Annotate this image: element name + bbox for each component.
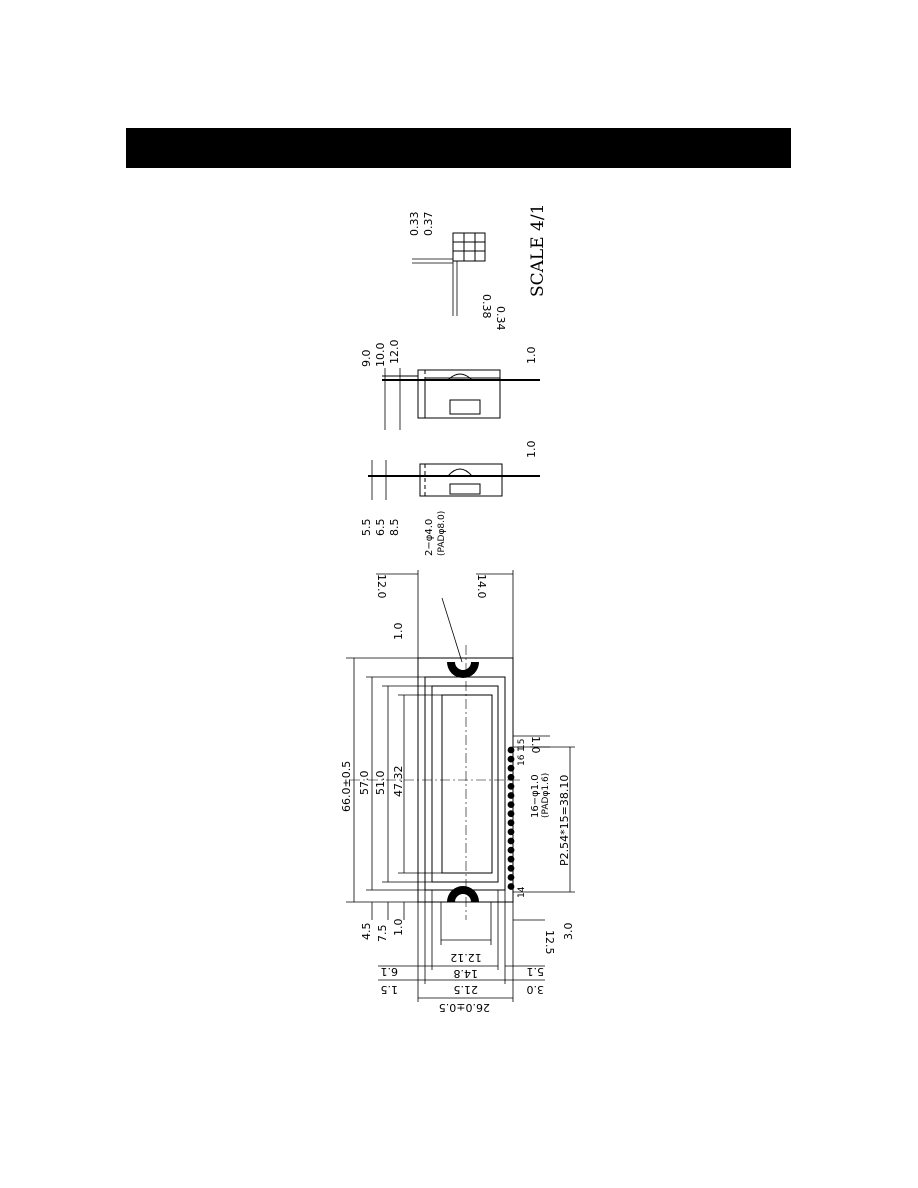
dim-6-5: 6.5	[374, 519, 387, 537]
dim-8-5: 8.5	[388, 519, 401, 537]
solder-pad	[507, 792, 515, 799]
side-view-top: 9.0 10.0 12.0 1.0	[360, 340, 540, 430]
dim-5-5: 5.5	[360, 519, 373, 537]
dim-12-5: 12.5	[543, 930, 556, 955]
pin-pad-callout: (PADφ1.6)	[541, 773, 551, 818]
solder-pad	[507, 846, 515, 854]
solder-pad	[507, 855, 515, 863]
dim-overall-length: 66.0±0.5	[340, 761, 353, 812]
scale-note: SCALE 4/1	[528, 204, 548, 297]
dim-3-0-b: 3.0	[562, 923, 575, 941]
solder-pad	[507, 810, 515, 818]
solder-pad	[507, 764, 515, 772]
pixel-grid	[452, 232, 486, 262]
dim-12-0: 12.0	[388, 340, 401, 365]
pin-row	[507, 746, 515, 890]
dim-1-0-front-top: 1.0	[392, 623, 405, 641]
header-bar	[126, 128, 791, 168]
dim-1-0-top: 1.0	[525, 347, 538, 365]
solder-pad	[507, 837, 515, 845]
dim-5-1: 5.1	[527, 965, 545, 978]
solder-pad	[507, 801, 515, 808]
view-area	[431, 685, 499, 883]
dim-26-0: 26.0±0.5	[439, 1001, 490, 1014]
solder-pad	[507, 746, 515, 754]
side-view-bottom: 5.5 6.5 8.5 1.0	[360, 441, 540, 537]
dim-14-0: 14.0	[475, 574, 488, 599]
dim-0-38: 0.38	[480, 294, 493, 319]
bezel-outline	[424, 676, 506, 891]
solder-pad	[507, 828, 515, 836]
active-area	[441, 694, 493, 874]
pixel-detail: 0.33 0.37 0.38 0.34 SCALE 4/1	[408, 204, 548, 331]
solder-pad	[507, 783, 515, 790]
dim-0-33: 0.33	[408, 212, 421, 237]
dim-10-0: 10.0	[374, 343, 387, 368]
front-view: 66.0±0.5 57.0 51.0 47.32 1.0 12.0 14.0 2…	[340, 511, 575, 1014]
dim-14-8: 14.8	[454, 967, 479, 980]
dim-0-37: 0.37	[422, 212, 435, 237]
dim-0-34: 0.34	[494, 306, 507, 331]
dim-4-5: 4.5	[360, 923, 373, 941]
solder-pad	[507, 755, 515, 763]
dim-12-0-front: 12.0	[375, 574, 388, 599]
mount-hole-bottom	[447, 886, 479, 902]
dim-51-0: 51.0	[374, 771, 387, 796]
solder-pad	[507, 864, 515, 872]
dim-6-1: 6.1	[381, 965, 399, 978]
mount-hole-top	[447, 662, 479, 678]
dim-21-5: 21.5	[454, 983, 479, 996]
dim-7-5: 7.5	[376, 925, 389, 943]
pin-label-1: 1	[517, 746, 527, 752]
dim-9-0: 9.0	[360, 350, 373, 368]
solder-pad	[507, 773, 515, 781]
pin-callout: 16−φ1.0	[530, 774, 541, 818]
pin-label-15: 15	[517, 739, 527, 750]
dim-1-5: 1.5	[381, 983, 399, 996]
dim-47-32: 47.32	[392, 766, 405, 798]
dim-1-0-pin: 1.0	[529, 736, 542, 754]
dim-57-0: 57.0	[358, 771, 371, 796]
solder-pad	[507, 819, 515, 827]
solder-pad	[507, 874, 515, 881]
hole-callout: 2−φ4.0	[424, 519, 435, 556]
pitch-callout: P2.54*15=38.10	[558, 775, 571, 866]
dim-3-0-a: 3.0	[527, 983, 545, 996]
dim-1-0-bottom-left: 1.0	[392, 919, 405, 937]
dim-12-12: 12.12	[450, 951, 482, 964]
solder-pad	[507, 883, 515, 890]
hole-pad-callout: (PADφ8.0)	[437, 511, 447, 556]
dim-1-0-bottom: 1.0	[525, 441, 538, 459]
pin-label-16: 16	[517, 754, 527, 766]
